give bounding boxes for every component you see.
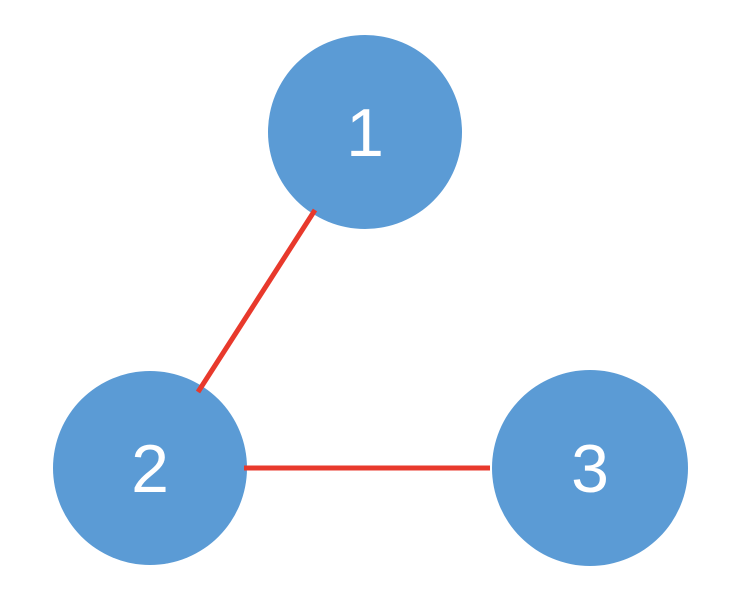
node-2-label: 2 xyxy=(131,431,169,507)
node-1 xyxy=(268,35,462,229)
node-1-circle xyxy=(268,35,462,229)
edge-1-2 xyxy=(195,208,318,394)
node-2 xyxy=(53,371,247,565)
node-3-label: 3 xyxy=(571,431,609,507)
node-1-label: 1 xyxy=(346,95,384,171)
node-3 xyxy=(492,370,688,566)
node-2-circle xyxy=(53,371,247,565)
node-3-circle xyxy=(492,370,688,566)
